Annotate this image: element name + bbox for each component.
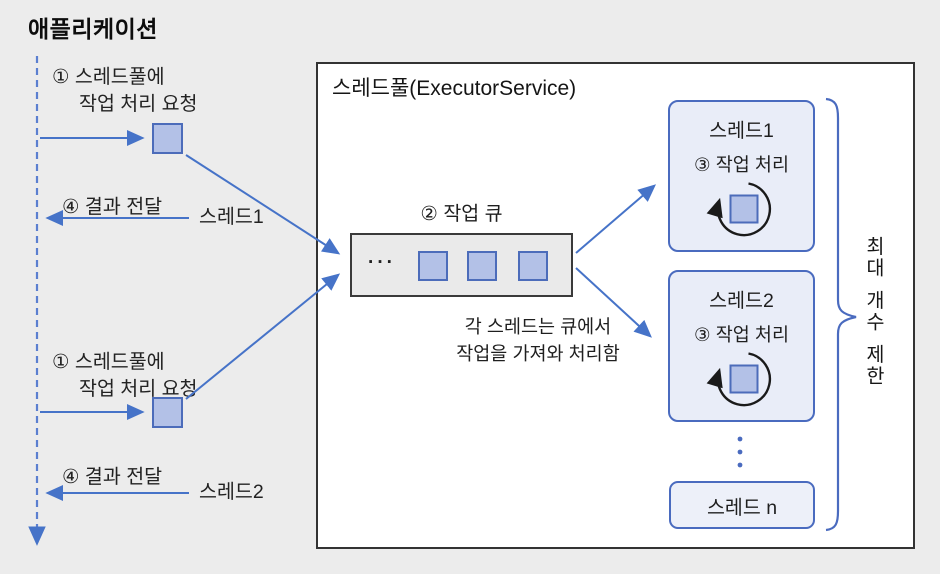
thread-n-label: 스레드 n [706, 496, 778, 519]
queue-note: 각 스레드는 큐에서 작업을 가져와 처리함 [428, 313, 648, 367]
thread2-ref-label: 스레드2 [199, 481, 264, 503]
queued-task-square-2 [467, 251, 497, 281]
limit-word-limit: 제한 [862, 344, 884, 387]
thread1-ref-label: 스레드1 [199, 206, 264, 228]
application-title: 애플리케이션 [28, 16, 158, 42]
task-queue-box: ··· [350, 233, 573, 297]
queued-task-square-1 [418, 251, 448, 281]
request-label-2-line2: 작업 처리 요청 [79, 378, 198, 400]
thread1-box: 스레드1 ③ 작업 처리 [668, 100, 815, 252]
task-queue-label: ② 작업 큐 [420, 203, 503, 225]
request-label-2: ① 스레드풀에 작업 처리 요청 [52, 349, 197, 403]
request-label-2-line1: ① 스레드풀에 [52, 351, 165, 373]
thread2-task-label: ③ 작업 처리 [694, 324, 789, 345]
queue-ellipsis: ··· [368, 252, 396, 273]
task-square-request-2 [152, 397, 183, 428]
queue-note-line1: 각 스레드는 큐에서 [464, 316, 612, 337]
limit-word-max: 최대 [862, 236, 884, 279]
thread2-name: 스레드2 [709, 290, 774, 312]
result-label-2: ④ 결과 전달 [62, 466, 163, 488]
thread-n-box: 스레드 n [669, 481, 815, 529]
threadpool-box [316, 62, 915, 549]
thread1-name: 스레드1 [709, 120, 774, 142]
limit-word-count: 개수 [862, 290, 884, 333]
queue-note-line2: 작업을 가져와 처리함 [456, 343, 620, 364]
request-label-1: ① 스레드풀에 작업 처리 요청 [52, 64, 197, 118]
request-label-1-line2: 작업 처리 요청 [79, 93, 198, 115]
task-square-request-1 [152, 123, 183, 154]
thread1-task-label: ③ 작업 처리 [694, 154, 789, 175]
request-label-1-line1: ① 스레드풀에 [52, 66, 165, 88]
max-count-limit-label: 최대 개수 제한 [861, 236, 885, 387]
result-label-1: ④ 결과 전달 [62, 196, 163, 218]
threadpool-title: 스레드풀(ExecutorService) [332, 77, 577, 100]
thread2-box: 스레드2 ③ 작업 처리 [668, 270, 815, 422]
queued-task-square-3 [518, 251, 548, 281]
